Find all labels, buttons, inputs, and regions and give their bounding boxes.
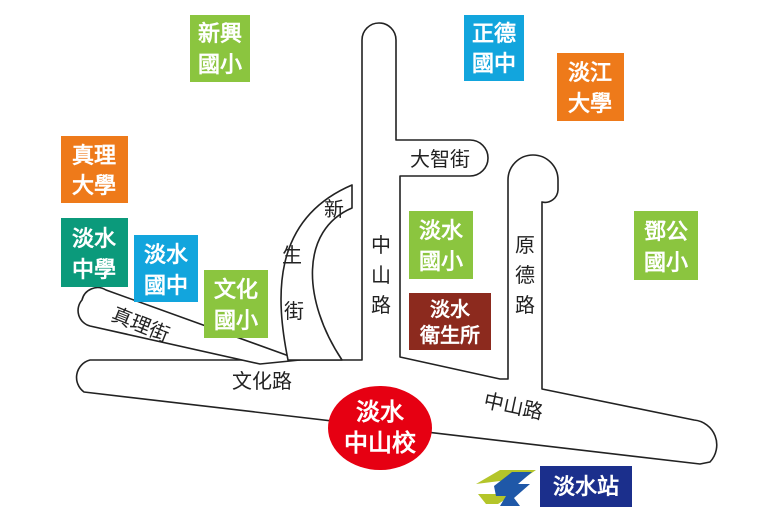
road-label-xinsheng: 新 [324,197,344,221]
landmark-label: 淡水 [430,297,471,321]
road-xinsheng [280,184,353,361]
road-label-zhongshan-vertical: 山 [371,263,391,287]
school-name: 中山校 [344,429,417,457]
landmark-box [190,15,250,82]
mrt-station: 淡水站 [476,466,632,507]
landmark-tamkang-university: 淡江 大學 [557,53,624,121]
landmark-label: 國小 [419,250,463,275]
landmark-box [61,218,128,287]
landmark-label: 正德 [472,21,516,47]
mrt-logo-icon [476,470,536,506]
landmark-label: 鄧公 [644,220,688,245]
road-label-yuande: 原 [515,233,535,257]
road-label-zhongshan-vertical: 中 [371,233,391,257]
road-zhenli [77,286,301,365]
landmark-label: 衛生所 [419,323,480,347]
landmark-health-center: 淡水 衛生所 [409,293,491,350]
landmark-label: 國小 [198,53,242,78]
road-label-yuande: 路 [515,293,535,317]
road-label-dazhi: 大智街 [410,147,470,171]
landmark-label: 淡水 [419,219,464,244]
landmark-label: 中學 [72,257,116,283]
landmark-xinxing-es: 新興 國小 [190,15,250,82]
landmark-label: 淡水 [72,227,117,252]
landmark-tamsui-jh: 淡水 國中 [134,235,198,302]
landmark-label: 淡水 [144,243,189,268]
landmark-box [409,211,473,279]
landmark-tamsui-hs: 淡水 中學 [61,218,128,287]
road-label-xinsheng: 街 [284,299,304,323]
school-name: 淡水 [356,398,405,426]
landmark-box [134,235,198,302]
landmark-box [634,211,698,280]
station-label-box [540,466,632,507]
landmark-label: 真理 [72,143,116,169]
road-network [75,22,718,465]
landmark-zhengde-jh: 正德 國中 [464,15,524,81]
school-marker-oval [328,386,432,470]
landmark-label: 大學 [568,91,612,117]
landmark-wenhua-es: 文化 國小 [204,270,268,338]
landmark-tamsui-es: 淡水 國小 [409,211,473,279]
road-label-yuande: 德 [515,263,535,287]
landmark-label: 國小 [644,251,688,276]
landmark-box [557,53,624,121]
landmark-label: 國中 [472,52,516,77]
road-zhongshan [75,22,718,465]
landmark-aletheia-university: 真理 大學 [61,136,128,203]
road-label-xinsheng: 生 [282,243,302,267]
landmark-label: 新興 [198,21,242,47]
landmark-denggong-es: 鄧公 國小 [634,211,698,280]
landmark-label: 國小 [214,309,258,334]
landmark-label: 文化 [214,277,258,303]
road-label-wenhua: 文化路 [232,369,292,393]
landmark-box [204,270,268,338]
landmark-label: 國中 [144,274,188,299]
school-marker: 淡水 中山校 [328,386,432,470]
landmark-label: 大學 [72,173,116,199]
road-label-zhongshan-vertical: 路 [371,293,391,317]
landmark-box [409,293,491,350]
landmark-box [61,136,128,203]
station-name: 淡水站 [553,475,619,500]
landmark-box [464,15,524,81]
landmark-label: 淡江 [568,61,612,86]
